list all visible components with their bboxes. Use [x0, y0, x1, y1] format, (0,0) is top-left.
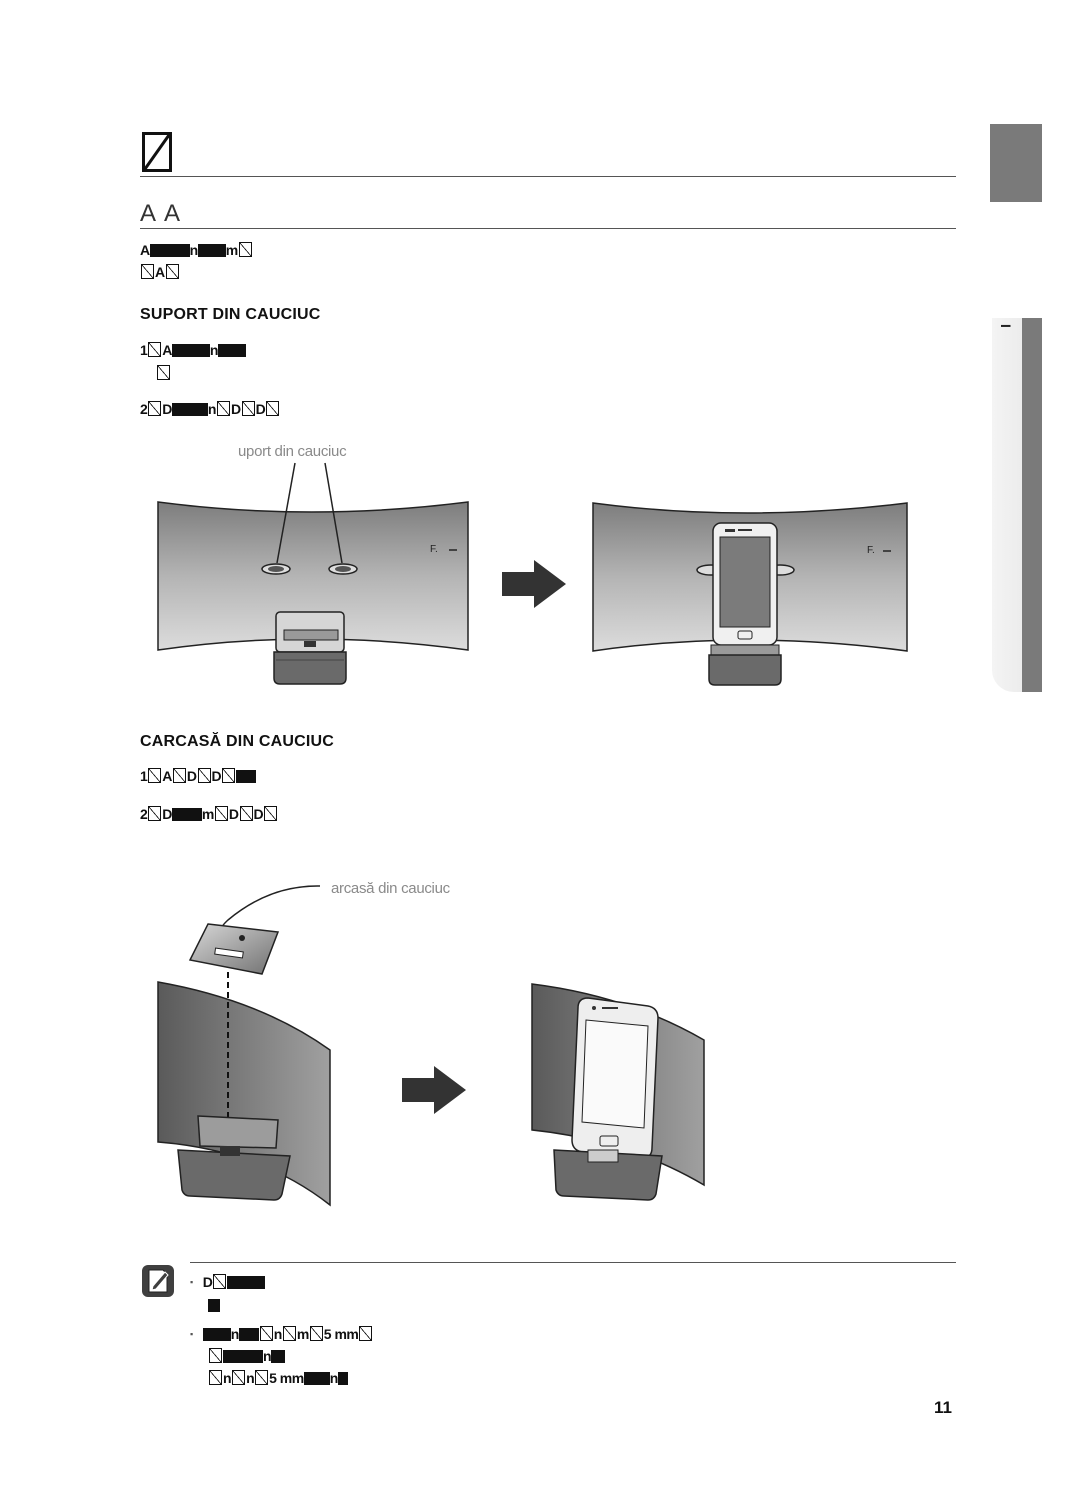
rubber-case-heading: CARCASĂ DIN CAUCIUC	[140, 733, 335, 750]
case-callout-label: arcasă din cauciuc	[331, 880, 450, 897]
case-illustration-before	[157, 885, 331, 1207]
note-2-cont: n	[208, 1348, 286, 1364]
section-title: A A	[140, 200, 183, 227]
svg-text:F.: F.	[430, 544, 438, 555]
case-illustration-after	[531, 983, 705, 1201]
header-rule	[140, 176, 956, 177]
side-tab-label: I	[998, 324, 1014, 328]
rubber-stand-heading: SUPORT DIN CAUCIUC	[140, 306, 321, 323]
note-icon	[142, 1265, 174, 1297]
notes-rule	[190, 1262, 956, 1263]
note-1-cont	[208, 1297, 220, 1313]
svg-text:F.: F.	[867, 545, 875, 556]
intro-line-2: A	[140, 264, 180, 280]
stand-step-1-cont	[156, 365, 171, 381]
note-1: ▪D	[190, 1274, 266, 1290]
stand-illustration-after: F.	[592, 502, 908, 686]
stand-callout-label: uport din cauciuc	[238, 443, 347, 460]
arrow-right-icon	[502, 560, 566, 608]
page-number: 11	[934, 1398, 952, 1417]
chapter-mark	[142, 132, 172, 172]
chapter-tab-block	[990, 124, 1042, 202]
side-tab: I	[992, 318, 1042, 692]
arrow-right-icon-2	[402, 1066, 466, 1114]
stand-illustration-before: F.	[157, 462, 469, 685]
section-rule	[140, 228, 956, 229]
